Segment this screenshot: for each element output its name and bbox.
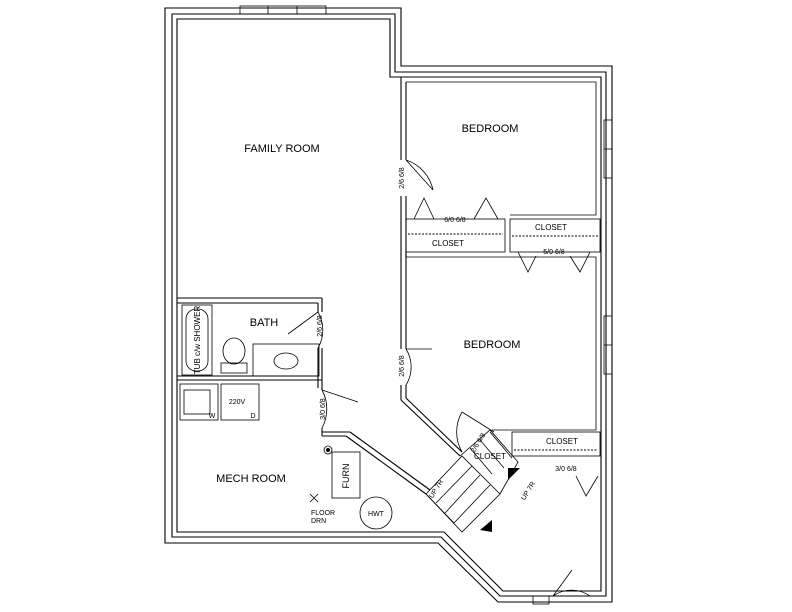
exterior-wall-outer xyxy=(164,7,613,603)
bifold-closet-left xyxy=(517,251,537,273)
door-size-stair-closet: 2/6 6/8 xyxy=(470,432,487,454)
floor-drain xyxy=(323,445,333,455)
floor-drain-label-2: DRN xyxy=(311,518,326,525)
exterior-walls xyxy=(164,7,613,603)
washer xyxy=(179,383,219,421)
water-heater xyxy=(359,496,393,530)
vanity xyxy=(252,343,320,377)
furnace xyxy=(331,451,361,499)
closet-label-b: CLOSET xyxy=(535,223,567,232)
stairs xyxy=(425,429,520,533)
interior-walls xyxy=(177,77,601,495)
water-heater-label: HWT xyxy=(368,511,385,518)
stair-arrow-upper xyxy=(508,468,520,480)
toilet xyxy=(222,337,246,365)
door-family-room xyxy=(405,159,434,191)
exterior-wall-inner xyxy=(176,18,602,592)
doors xyxy=(287,159,599,597)
bedroom-lower-label: BEDROOM xyxy=(464,339,521,351)
bifold-upper-left xyxy=(413,197,435,220)
door-size-bifold-a: 6/0 6/8 xyxy=(444,217,466,224)
closet-label-c: CLOSET xyxy=(546,437,578,446)
windows xyxy=(239,5,613,605)
door-size-bedroom-lower: 2/6 6/8 xyxy=(399,355,406,377)
bifold-closet-right xyxy=(569,251,591,273)
stair-arrow-lower xyxy=(480,520,492,532)
door-size-family: 2/6 6/8 xyxy=(399,167,406,189)
tub-label: TUB c/w SHOWER xyxy=(193,306,202,375)
exterior-wall-middle xyxy=(171,13,607,597)
door-size-bifold-b: 5/0 6/8 xyxy=(543,249,565,256)
door-mech xyxy=(321,389,359,429)
mech-room-label: MECH ROOM xyxy=(216,473,286,485)
closet-label-a: CLOSET xyxy=(432,239,464,248)
door-size-bath: 2/6 6/8 xyxy=(317,315,324,337)
dryer xyxy=(220,383,260,421)
door-bottom xyxy=(552,569,591,597)
door-bedroom-lower xyxy=(405,348,432,386)
closet-label-d: CLOSET xyxy=(474,452,506,461)
door-stair-closet xyxy=(456,411,495,453)
dryer-circuit-label: 220V xyxy=(229,399,246,406)
floor-drain-symbol xyxy=(309,493,319,503)
fixtures xyxy=(179,304,393,530)
dryer-label: D xyxy=(250,413,255,420)
window-bottom xyxy=(532,595,550,605)
door-size-mech: 3/0 6/8 xyxy=(320,398,327,420)
stair-label-right: UP 7R xyxy=(520,481,537,502)
washer-label: W xyxy=(209,413,216,420)
floor-drain-label-1: FLOOR xyxy=(311,510,335,517)
window-family-room xyxy=(239,5,327,15)
tub xyxy=(181,304,213,376)
bifold-stair-closet xyxy=(575,475,599,497)
bath-label: BATH xyxy=(250,317,279,329)
bedroom-upper-label: BEDROOM xyxy=(462,123,519,135)
sink xyxy=(273,352,299,370)
door-size-bifold-c: 3/0 6/8 xyxy=(555,466,577,473)
furnace-label: FURN xyxy=(341,464,351,489)
bifold-upper-right xyxy=(473,197,499,220)
family-room-label: FAMILY ROOM xyxy=(244,143,319,155)
